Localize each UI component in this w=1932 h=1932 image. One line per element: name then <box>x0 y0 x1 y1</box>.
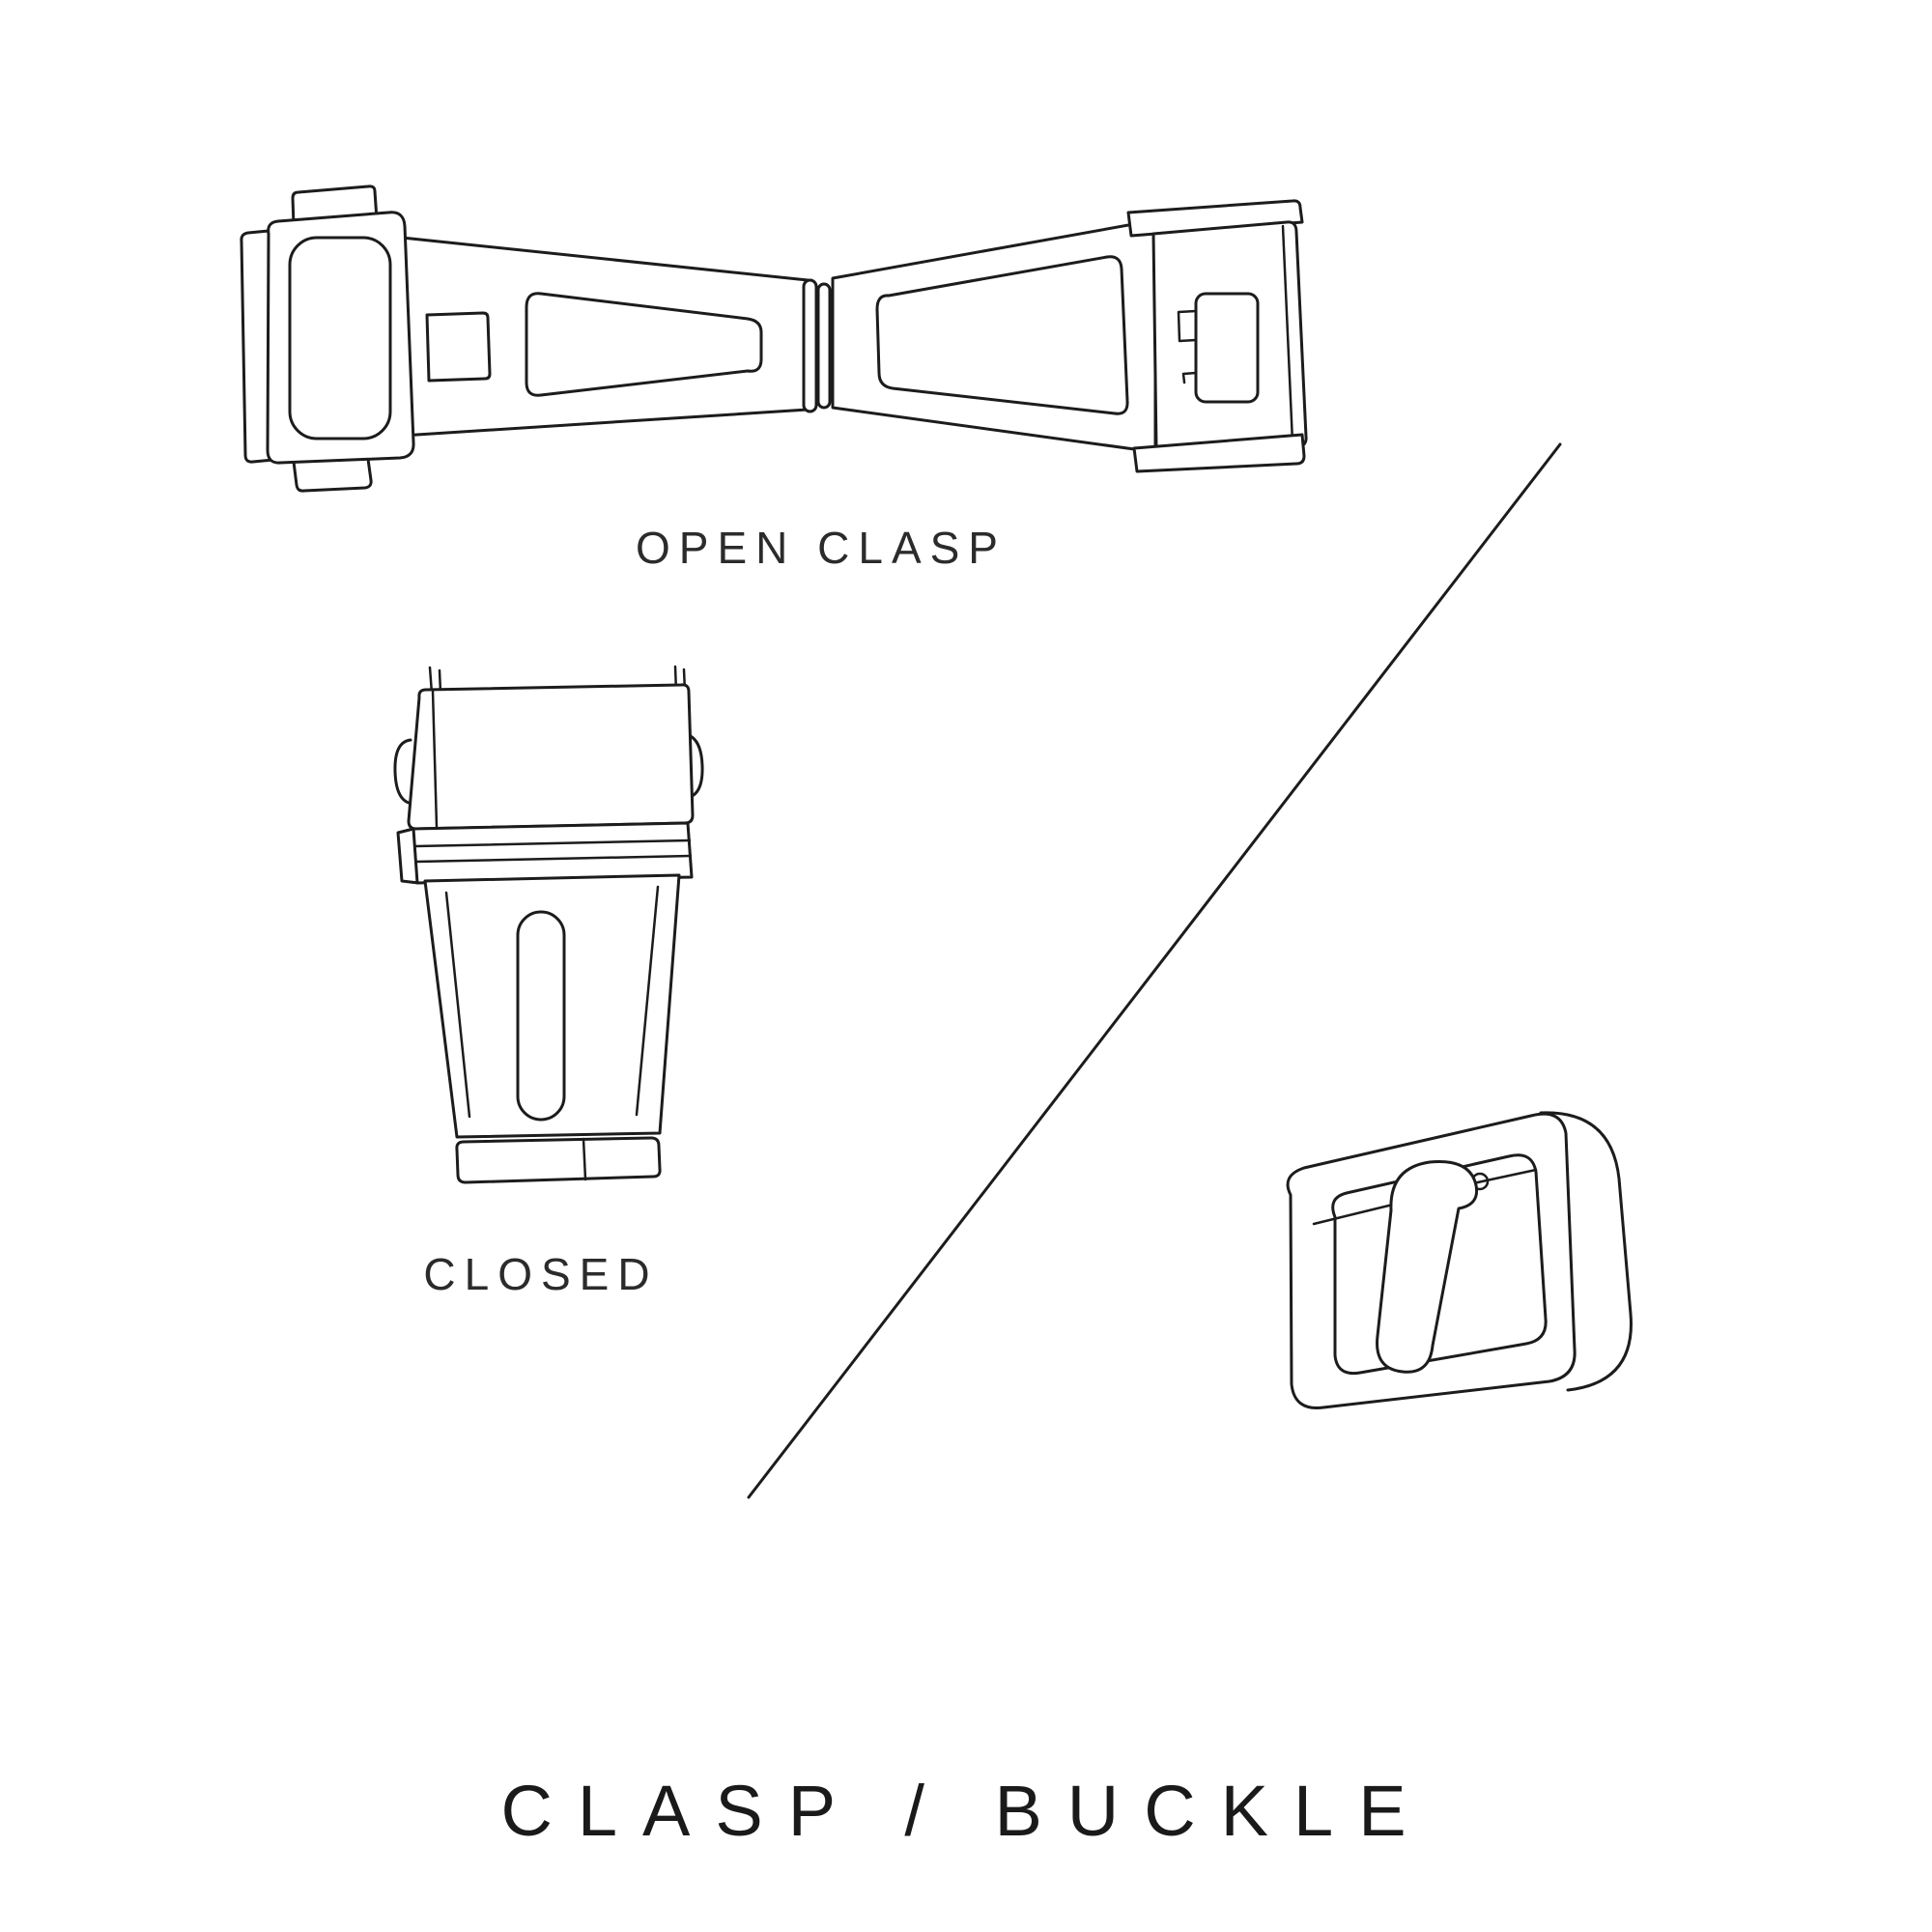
diagonal-divider-line <box>744 440 1565 1502</box>
tang-buckle-drawing <box>1286 1111 1633 1409</box>
closed-clasp-drawing <box>393 665 704 1184</box>
open-clasp-drawing <box>240 185 1308 493</box>
closed-clasp-illustration <box>386 663 705 1213</box>
page-title: CLASP / BUCKLE <box>500 1771 1432 1851</box>
open-clasp-illustration <box>222 184 1314 493</box>
tang-buckle-illustration <box>1246 1087 1662 1435</box>
divider-drawing <box>747 442 1562 1499</box>
open-clasp-label: OPEN CLASP <box>636 523 1007 573</box>
closed-clasp-label: CLOSED <box>423 1249 659 1299</box>
